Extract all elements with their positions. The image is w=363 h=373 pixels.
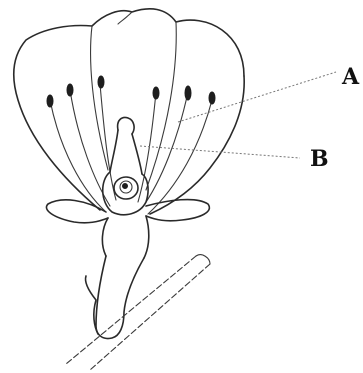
stem bbox=[66, 255, 210, 370]
receptacle-and-pedicel bbox=[85, 216, 148, 339]
petal-right-middle bbox=[176, 20, 244, 76]
anther-3 bbox=[98, 76, 104, 88]
sepal-left bbox=[46, 200, 108, 223]
label-b: B bbox=[310, 146, 329, 172]
corolla bbox=[14, 9, 244, 214]
petal-fold-3 bbox=[118, 12, 132, 24]
pedicel bbox=[96, 256, 144, 339]
calyx bbox=[46, 200, 209, 223]
ovule-core bbox=[123, 184, 128, 189]
anther-2 bbox=[67, 84, 73, 96]
label-a: A bbox=[341, 64, 360, 90]
anther-6 bbox=[209, 92, 215, 104]
petal-fold-2 bbox=[146, 22, 176, 190]
style bbox=[110, 130, 142, 174]
stem-edge-upper bbox=[66, 256, 196, 364]
petal-left bbox=[14, 26, 100, 210]
sepal-right bbox=[146, 200, 209, 221]
petal-right bbox=[150, 76, 244, 214]
petal-fold-1 bbox=[91, 26, 108, 170]
leader-line-b bbox=[140, 146, 300, 158]
stem-edge-lower bbox=[90, 264, 210, 370]
leader-line-a bbox=[178, 72, 336, 122]
anther-1 bbox=[47, 95, 53, 107]
anther-5 bbox=[185, 86, 191, 100]
stamens bbox=[47, 76, 215, 214]
stem-cap bbox=[196, 255, 210, 264]
filament-1 bbox=[50, 100, 106, 212]
filament-3 bbox=[100, 84, 116, 200]
anther-4 bbox=[153, 87, 159, 99]
label-a-group: A bbox=[178, 64, 360, 122]
stigma bbox=[118, 118, 134, 135]
receptacle bbox=[102, 216, 148, 258]
petal-left-middle bbox=[92, 9, 176, 26]
